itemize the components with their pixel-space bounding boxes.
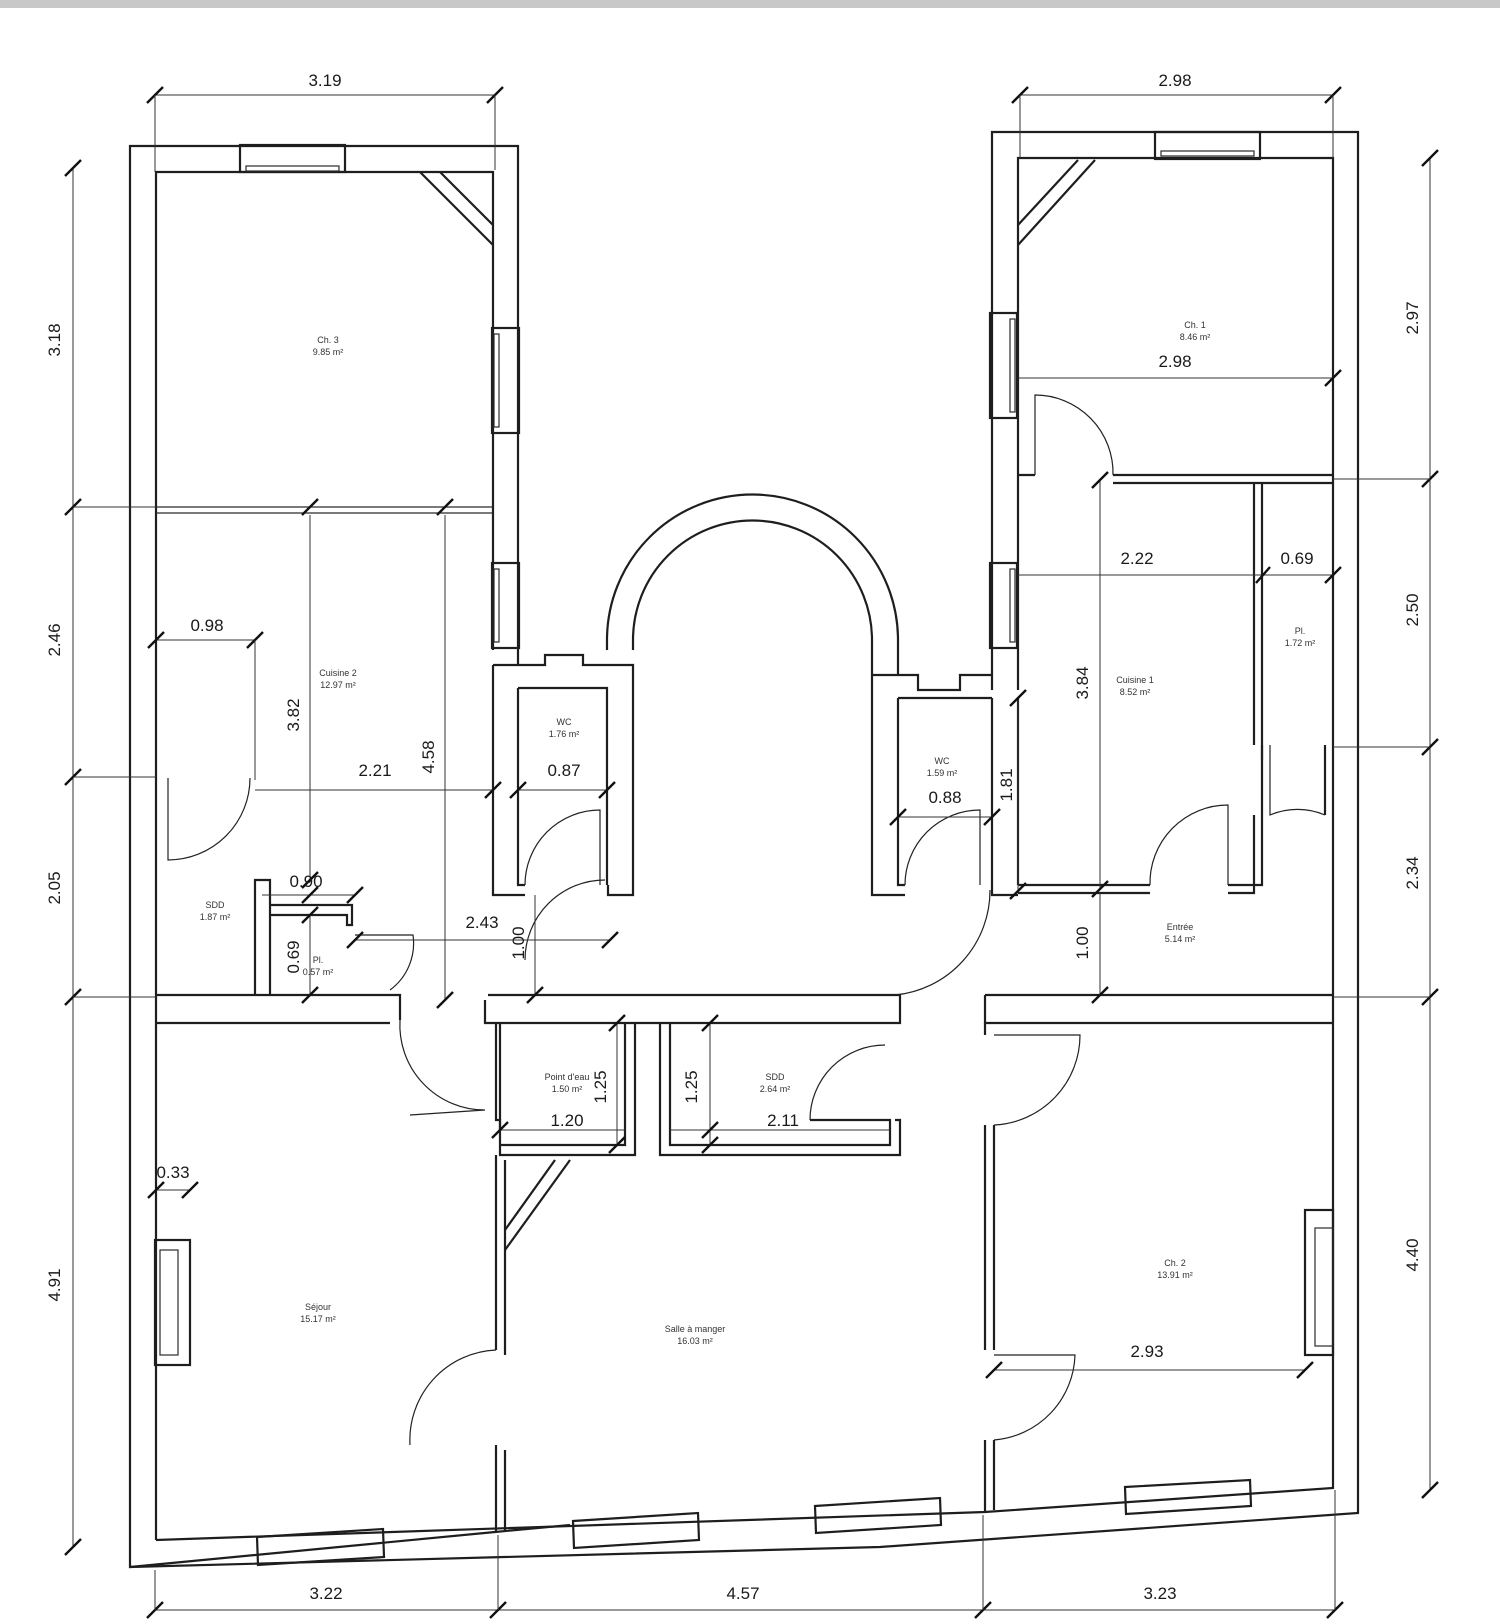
room-wc1-area: 1.76 m² <box>549 729 580 739</box>
dim-sejour-w: 0.33 <box>156 1163 189 1182</box>
room-entree-name: Entrée <box>1167 922 1194 932</box>
room-sdd2-name: SDD <box>765 1072 785 1082</box>
room-pl2-name: Pl. <box>313 955 324 965</box>
dim-left-4: 4.91 <box>45 1268 64 1301</box>
dim-cuisine2-w: 2.21 <box>358 761 391 780</box>
doors <box>167 394 1326 1446</box>
dim-wc2-h: 1.81 <box>997 768 1016 801</box>
dim-bottom-3: 3.23 <box>1143 1584 1176 1603</box>
dim-sdd2-w: 2.11 <box>767 1111 799 1130</box>
dim-point-h: 1.25 <box>591 1070 610 1103</box>
room-sdd1-area: 1.87 m² <box>200 912 231 922</box>
dim-left-1: 3.18 <box>45 323 64 356</box>
dim-right-2: 2.50 <box>1403 593 1422 626</box>
dim-right-1: 2.97 <box>1403 301 1422 334</box>
dim-wc2-w: 0.88 <box>928 788 961 807</box>
dim-sdd2-h: 1.25 <box>682 1070 701 1103</box>
dim-left-3: 2.05 <box>45 871 64 904</box>
room-sdd1-name: SDD <box>205 900 225 910</box>
dim-sdd-door: 0.98 <box>190 616 223 635</box>
room-ch1-area: 8.46 m² <box>1180 332 1211 342</box>
room-ch3-name: Ch. 3 <box>317 335 339 345</box>
room-sejour-name: Séjour <box>305 1302 331 1312</box>
dim-cuisine2-h2: 4.58 <box>419 740 438 773</box>
dim-pl-width: 0.69 <box>1280 549 1313 568</box>
dim-bottom-1: 3.22 <box>309 1584 342 1603</box>
arch-outer <box>605 493 900 675</box>
room-ch2-area: 13.91 m² <box>1157 1270 1193 1280</box>
room-wc2-name: WC <box>935 756 950 766</box>
dim-ch1-width: 2.98 <box>1158 352 1191 371</box>
room-cuisine2-area: 12.97 m² <box>320 680 356 690</box>
dim-hall-w: 2.43 <box>465 913 498 932</box>
top-bar <box>0 0 1500 8</box>
room-pl2-area: 0.57 m² <box>303 967 334 977</box>
room-salle-area: 16.03 m² <box>677 1336 713 1346</box>
dimension-lines <box>64 86 1439 1619</box>
room-ch3-area: 9.85 m² <box>313 347 344 357</box>
dim-hall-h: 1.00 <box>509 926 528 959</box>
room-sejour-area: 15.17 m² <box>300 1314 336 1324</box>
dim-entree-h: 1.00 <box>1073 926 1092 959</box>
room-pl1-area: 1.72 m² <box>1285 638 1316 648</box>
dim-cuisine2-h1: 3.82 <box>284 698 303 731</box>
left-wing-inner-wall <box>154 170 495 1540</box>
room-point-eau-name: Point d'eau <box>545 1072 590 1082</box>
dim-top-left: 3.19 <box>308 71 341 90</box>
dimension-labels: 3.19 2.98 3.18 2.46 2.05 4.91 2.97 2.50 … <box>45 71 1422 1603</box>
room-pl1-name: Pl. <box>1295 626 1306 636</box>
dim-pl-h: 0.69 <box>284 940 303 973</box>
corner-braces <box>419 159 1096 246</box>
room-salle-name: Salle à manger <box>665 1324 726 1334</box>
room-cuisine1-area: 8.52 m² <box>1120 687 1151 697</box>
room-point-eau-area: 1.50 m² <box>552 1084 583 1094</box>
dim-cuisine1-height: 3.84 <box>1073 666 1092 699</box>
dim-top-right: 2.98 <box>1158 71 1191 90</box>
dim-right-3: 2.34 <box>1403 856 1422 889</box>
dim-left-2: 2.46 <box>45 623 64 656</box>
room-ch2-name: Ch. 2 <box>1164 1258 1186 1268</box>
windows <box>153 130 1335 1567</box>
dim-sdd-w: 0.90 <box>289 872 322 891</box>
dim-point-w: 1.20 <box>550 1111 583 1130</box>
arch-inner <box>631 519 874 675</box>
right-wing-inner-wall <box>155 156 1335 1542</box>
dim-bottom-2: 4.57 <box>726 1584 759 1603</box>
walls <box>128 130 1360 1569</box>
room-entree-area: 5.14 m² <box>1165 934 1196 944</box>
room-cuisine1-name: Cuisine 1 <box>1116 675 1154 685</box>
dim-right-4: 4.40 <box>1403 1238 1422 1271</box>
room-sdd2-area: 2.64 m² <box>760 1084 791 1094</box>
left-wing-outer-wall <box>128 144 571 1569</box>
dim-wc1-w: 0.87 <box>547 761 580 780</box>
dim-cuisine1-width: 2.22 <box>1120 549 1153 568</box>
room-wc1-name: WC <box>557 717 572 727</box>
room-wc2-area: 1.59 m² <box>927 768 958 778</box>
right-wing-outer-wall <box>129 130 1360 1569</box>
dim-ch2-w: 2.93 <box>1130 1342 1163 1361</box>
room-ch1-name: Ch. 1 <box>1184 320 1206 330</box>
room-labels: Ch. 3 9.85 m² Ch. 1 8.46 m² Cuisine 2 12… <box>200 320 1316 1346</box>
room-cuisine2-name: Cuisine 2 <box>319 668 357 678</box>
